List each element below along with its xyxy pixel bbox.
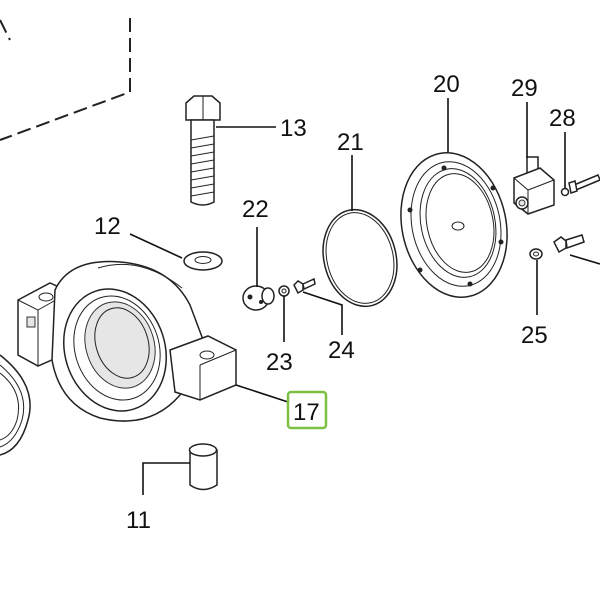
- long-screw: [568, 174, 600, 194]
- washer-part-12[interactable]: [183, 251, 223, 271]
- cover-plate-part-20[interactable]: [388, 143, 520, 307]
- plug-part-22[interactable]: [242, 285, 275, 311]
- callout-11[interactable]: 11: [126, 507, 151, 534]
- callout-25[interactable]: 25: [521, 322, 548, 349]
- washer-part-25[interactable]: [529, 248, 543, 260]
- screw-part-24[interactable]: [293, 277, 316, 295]
- callout-17[interactable]: 17: [293, 399, 320, 426]
- dashed-reference-line: [0, 18, 131, 141]
- callout-24[interactable]: 24: [328, 337, 355, 364]
- callout-23[interactable]: 23: [266, 349, 293, 376]
- leader-lines: [129, 98, 600, 495]
- callout-labels: 11 12 13 17 20 21 22 23 24 25 28 29: [94, 71, 576, 534]
- hex-bolt-part-13[interactable]: [185, 95, 221, 206]
- bushing-part-11[interactable]: [188, 443, 218, 491]
- nut-part-23[interactable]: [278, 285, 290, 297]
- callout-29[interactable]: 29: [511, 75, 538, 102]
- seal-ring-partial: [0, 354, 31, 456]
- washer-part-28[interactable]: [560, 187, 570, 197]
- o-ring-part-21[interactable]: [313, 202, 407, 315]
- callout-12[interactable]: 12: [94, 213, 121, 240]
- callout-28[interactable]: 28: [549, 105, 576, 132]
- callout-21[interactable]: 21: [337, 129, 364, 156]
- sensor-part-29[interactable]: [513, 156, 555, 215]
- screw-near-part-25: [553, 234, 585, 254]
- callout-13[interactable]: 13: [280, 115, 307, 142]
- callout-20[interactable]: 20: [433, 71, 460, 98]
- callout-22[interactable]: 22: [242, 196, 269, 223]
- bearing-housing-part-17[interactable]: [17, 260, 237, 425]
- highlight-frame: [286, 390, 328, 430]
